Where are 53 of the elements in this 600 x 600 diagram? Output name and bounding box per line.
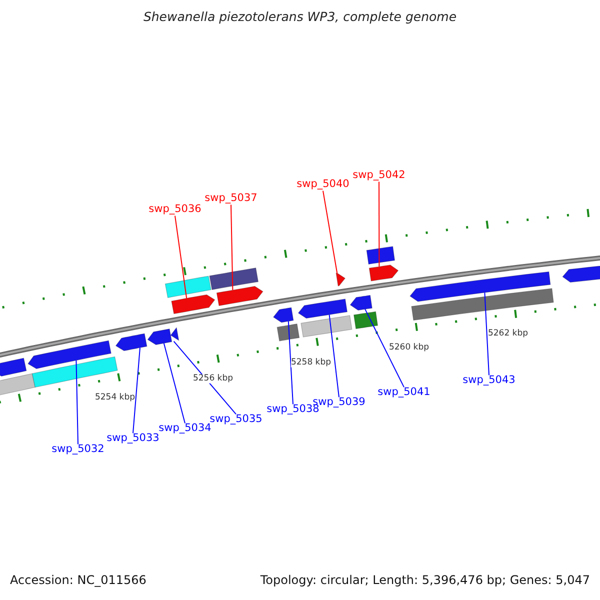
leader-line: [378, 181, 380, 268]
gene-feature: [0, 373, 36, 396]
leader-line: [230, 204, 234, 291]
gene-feature: [32, 356, 118, 388]
gene-feature: [336, 272, 346, 286]
gene-feature: [171, 294, 216, 314]
leader-line: [328, 314, 340, 398]
gene-feature: [368, 264, 399, 282]
diagram-title: Shewanella piezotolerans WP3, complete genome: [142, 10, 458, 24]
gene-label: swp_5042: [352, 170, 406, 182]
gene-feature: [115, 333, 148, 352]
leader-line: [132, 347, 140, 434]
gene-feature: [209, 268, 259, 290]
gene-label: swp_5034: [158, 423, 212, 435]
scale-label: 5262 kbp: [488, 329, 528, 339]
leader-line: [288, 320, 294, 405]
gene-feature: [0, 358, 27, 377]
gene-label: swp_5033: [106, 433, 160, 445]
scale-label: 5260 kbp: [388, 343, 430, 353]
gene-feature: [300, 315, 352, 338]
gene-feature: [147, 328, 172, 346]
footer-text: Accession: NC_011566: [10, 574, 146, 588]
gene-label: swp_5041: [378, 387, 430, 399]
scale-label: 5254 kbp: [94, 393, 136, 403]
gene-feature: [410, 271, 551, 302]
gene-feature: [366, 246, 396, 265]
gene-label: swp_5037: [204, 193, 258, 205]
gene-label: swp_5043: [462, 375, 516, 387]
gene-feature: [350, 294, 372, 311]
gene-feature: [411, 288, 554, 321]
gene-label: swp_5040: [296, 179, 350, 191]
gene-feature: [353, 311, 378, 330]
scale-label: 5258 kbp: [290, 358, 332, 368]
scale-label: 5256 kbp: [192, 374, 234, 384]
leader-line: [364, 308, 404, 388]
leader-line: [322, 190, 338, 274]
leader-line: [173, 340, 236, 415]
leader-line: [76, 360, 78, 445]
gene-label: swp_5036: [148, 204, 202, 216]
gene-label: swp_5035: [210, 414, 262, 426]
leader-line: [174, 215, 188, 299]
gene-feature: [276, 324, 300, 342]
gene-feature: [272, 307, 294, 323]
gene-feature: [170, 327, 180, 341]
leader-line: [163, 342, 186, 424]
gene-feature: [164, 276, 212, 298]
footer-text: Topology: circular; Length: 5,396,476 bp; Genes: 5,047: [260, 574, 590, 588]
gene-label: swp_5032: [52, 444, 104, 456]
gene-feature: [562, 263, 600, 283]
gene-feature: [216, 286, 264, 306]
leader-line: [484, 292, 490, 376]
gene-feature: [28, 340, 112, 370]
gene-feature: [298, 298, 348, 319]
